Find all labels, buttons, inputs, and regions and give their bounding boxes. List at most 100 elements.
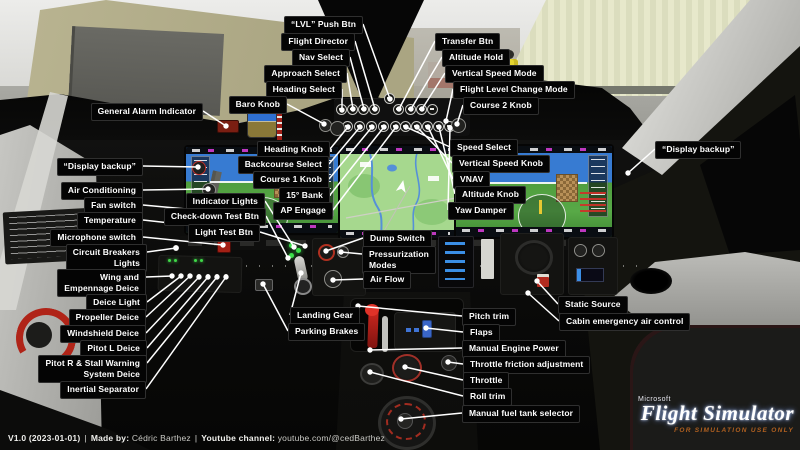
mfd-topbar bbox=[340, 146, 456, 154]
callout-vertical-speed-knob: Vertical Speed Knob bbox=[452, 155, 551, 173]
callout-yaw-damper: Yaw Damper bbox=[448, 202, 514, 220]
lighting-knob-2 bbox=[592, 244, 605, 257]
deice-switch-1 bbox=[170, 274, 174, 278]
callout-vertical-speed-mode: Vertical Speed Mode bbox=[445, 65, 544, 83]
lvl-button bbox=[384, 93, 395, 104]
ap-bottom-button-8 bbox=[422, 121, 433, 132]
callout-landing-gear: Landing Gear bbox=[290, 307, 360, 325]
lighting-knob-1 bbox=[574, 244, 587, 257]
pfd-left-botbar bbox=[186, 223, 338, 233]
callout-lvl-push-btn: “LVL” Push Btn bbox=[284, 16, 363, 34]
ap-bottom-button-4 bbox=[378, 121, 389, 132]
ap-bottom-button-6 bbox=[400, 121, 411, 132]
callout-altitude-hold: Altitude Hold bbox=[442, 49, 511, 67]
callout-manual-engine-power: Manual Engine Power bbox=[462, 340, 566, 358]
ap-top-button-3 bbox=[358, 104, 369, 115]
callout-display-backup-left: “Display backup” bbox=[56, 158, 143, 176]
deice-status-light-4 bbox=[200, 259, 203, 262]
callout-check-down-test-btn: Check-down Test Btn bbox=[163, 208, 266, 226]
deice-switch-3 bbox=[188, 274, 192, 278]
pfd-right-traffic-alerts bbox=[580, 192, 606, 212]
ap-top-button-7 bbox=[416, 104, 427, 115]
callout-fifteen-deg-bank: 15° Bank bbox=[279, 187, 330, 205]
deice-status-light-1 bbox=[168, 259, 171, 262]
callout-roll-trim: Roll trim bbox=[463, 388, 513, 406]
ap-top-button-6 bbox=[405, 104, 416, 115]
gear-light-3 bbox=[289, 253, 294, 258]
gear-light-2 bbox=[296, 248, 301, 253]
parking-brake-handle bbox=[255, 279, 273, 291]
callout-inertial-separator: Inertial Separator bbox=[60, 381, 146, 399]
callout-dump-switch: Dump Switch bbox=[363, 230, 432, 248]
flight-simulator-wordmark: Flight Simulator bbox=[640, 401, 794, 425]
callout-altitude-knob: Altitude Knob bbox=[455, 186, 527, 204]
callout-temperature: Temperature bbox=[77, 212, 143, 230]
flaps-lever bbox=[422, 320, 432, 338]
ap-bottom-button-9 bbox=[433, 121, 444, 132]
callout-throttle-friction-adjustment: Throttle friction adjustment bbox=[463, 356, 591, 374]
map-art bbox=[345, 149, 456, 238]
ap-top-button-2 bbox=[347, 104, 358, 115]
callout-pressurization-modes: Pressurization Modes bbox=[362, 246, 436, 275]
footer-version: V1.0 (2023-01-01) bbox=[8, 433, 81, 443]
pfd-right-horizon bbox=[481, 182, 587, 184]
ap-top-button-4 bbox=[369, 104, 380, 115]
deice-switch-5 bbox=[206, 274, 210, 278]
general-alarm-light bbox=[217, 120, 239, 133]
white-placard bbox=[481, 239, 494, 279]
callout-general-alarm-indicator: General Alarm Indicator bbox=[90, 103, 203, 121]
callout-propeller-deice: Propeller Deice bbox=[68, 309, 146, 327]
roll-trim-wheel bbox=[360, 363, 384, 385]
ap-bottom-button-3 bbox=[366, 121, 377, 132]
footer-author: Cédric Barthez bbox=[131, 433, 191, 443]
msfs-logo: Microsoft Flight Simulator FOR SIMULATIO… bbox=[624, 396, 794, 434]
footer-made-by-label: Made by: bbox=[90, 433, 130, 443]
dump-switch-guard bbox=[318, 244, 335, 261]
callout-flight-director: Flight Director bbox=[281, 33, 355, 51]
callout-flight-level-change-mode: Flight Level Change Mode bbox=[453, 81, 575, 99]
ap-bottom-button-2 bbox=[354, 121, 365, 132]
deice-switch-4 bbox=[197, 274, 201, 278]
ap-bottom-button-7 bbox=[411, 121, 422, 132]
microphone-switch-button bbox=[217, 240, 231, 253]
callout-circuit-breakers-lights: Circuit Breakers Lights bbox=[65, 244, 147, 273]
callout-transfer-btn: Transfer Btn bbox=[435, 33, 501, 51]
pfd-right-obstacle bbox=[556, 174, 578, 202]
callout-cabin-emergency-air-control: Cabin emergency air control bbox=[559, 313, 691, 331]
callout-flaps: Flaps bbox=[463, 324, 500, 342]
hangar-base bbox=[540, 86, 800, 94]
standby-tape bbox=[277, 112, 282, 140]
deice-status-light-2 bbox=[174, 259, 177, 262]
footer-channel-url[interactable]: youtube.com/@cedBarthez bbox=[277, 433, 385, 443]
quadrant-blue-marks bbox=[406, 328, 428, 332]
footer-channel-label: Youtube channel: bbox=[201, 433, 276, 443]
callout-parking-brakes: Parking Brakes bbox=[288, 323, 366, 341]
callout-course-1-knob: Course 1 Knob bbox=[253, 171, 329, 189]
callout-approach-select: Approach Select bbox=[264, 65, 347, 83]
throttle-lever-knob bbox=[392, 354, 422, 382]
ap-top-button-1 bbox=[336, 104, 347, 115]
callout-nav-select: Nav Select bbox=[292, 49, 350, 67]
callout-pitch-trim: Pitch trim bbox=[462, 308, 517, 326]
ap-knob-2 bbox=[451, 118, 466, 133]
callout-throttle: Throttle bbox=[463, 372, 510, 390]
callout-light-test-btn: Light Test Btn bbox=[188, 224, 260, 242]
callout-course-2-knob: Course 2 Knob bbox=[463, 97, 539, 115]
callout-heading-select: Heading Select bbox=[265, 81, 342, 99]
cabin-emergency-air-knob bbox=[515, 240, 553, 275]
footer-credits: V1.0 (2023-01-01)|Made by: Cédric Barthe… bbox=[8, 433, 385, 443]
manual-engine-power-knob bbox=[365, 304, 379, 316]
door-handle-recess bbox=[26, 322, 52, 348]
pfd-right-botbar bbox=[456, 227, 612, 237]
ap-top-button-5 bbox=[393, 104, 404, 115]
ap-knob-1 bbox=[330, 121, 345, 136]
env-display-bars bbox=[445, 242, 465, 280]
pfd-right-topbar bbox=[456, 146, 612, 153]
callout-static-source: Static Source bbox=[558, 296, 628, 314]
landing-gear-knob bbox=[294, 278, 312, 295]
callout-pitot-r-stall-deice: Pitot R & Stall Warning System Deice bbox=[38, 355, 147, 384]
deice-switch-6 bbox=[215, 274, 219, 278]
callout-display-backup-right: “Display backup” bbox=[655, 141, 742, 159]
air-flow-knob bbox=[324, 270, 342, 288]
